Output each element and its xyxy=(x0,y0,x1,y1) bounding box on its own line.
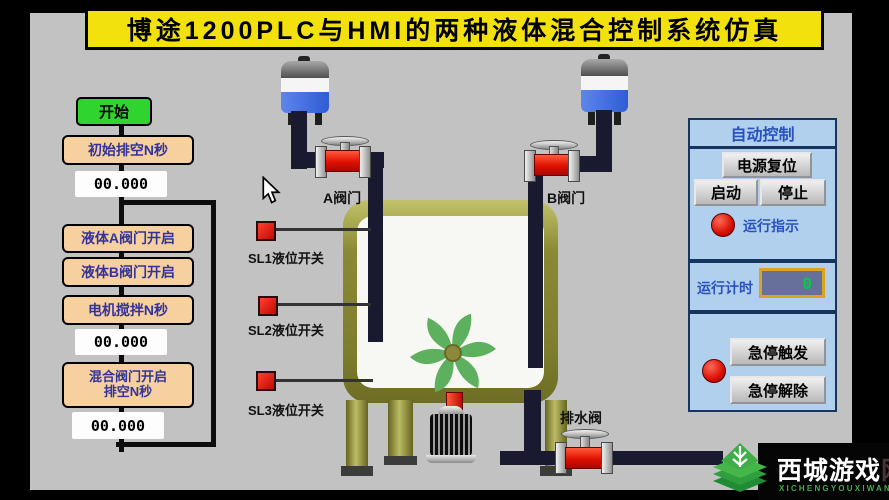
pipe-b-into-tank xyxy=(528,158,543,368)
power-reset-button[interactable]: 电源复位 xyxy=(722,152,812,178)
step-motor-stir: 电机搅拌N秒 xyxy=(62,295,194,325)
estop-release-button[interactable]: 急停解除 xyxy=(730,376,826,404)
valve-b-body xyxy=(534,154,570,176)
tank-b-knob xyxy=(598,54,610,61)
tank-foot xyxy=(384,456,417,465)
tank-foot xyxy=(341,466,373,476)
step-valve-b-open: 液体B阀门开启 xyxy=(62,257,194,287)
drain-valve-label: 排水阀 xyxy=(560,410,602,426)
flow-loop-line-vertical xyxy=(211,200,216,447)
timer-value-2: 00.000 xyxy=(75,329,167,355)
auto-control-title: 自动控制 xyxy=(730,127,795,144)
sl2-probe xyxy=(273,303,371,306)
tank-leg xyxy=(388,400,413,458)
drain-valve-body xyxy=(565,447,603,469)
estop-indicator-lamp xyxy=(702,359,726,383)
tank-b-leg xyxy=(588,112,595,125)
start-step-button[interactable]: 开始 xyxy=(76,97,152,126)
timer-value-1: 00.000 xyxy=(75,171,167,197)
estop-trigger-button[interactable]: 急停触发 xyxy=(730,338,826,366)
motor-body xyxy=(430,414,472,456)
step-mix-drain-line1: 混合阀门开启 xyxy=(88,369,167,385)
drain-valve-flange xyxy=(601,442,613,474)
tank-a-liquid xyxy=(281,92,329,113)
sl3-sensor xyxy=(256,371,276,391)
tank-a-cap xyxy=(281,61,329,78)
watermark-name-text: 西城游戏 xyxy=(777,457,882,485)
watermark-subtext: XICHENGYOUXIWANG xyxy=(779,484,889,493)
run-indicator-label: 运行指示 xyxy=(743,218,799,234)
tank-a-knob xyxy=(298,56,310,63)
page-title: 博途1200PLC与HMI的两种液体混合控制系统仿真 xyxy=(85,8,824,50)
valve-b-flange xyxy=(568,150,580,182)
timer-value-3: 00.000 xyxy=(72,412,164,439)
tank-leg xyxy=(346,400,368,468)
watermark-backdrop xyxy=(758,443,889,500)
step-initial-drain: 初始排空N秒 xyxy=(62,135,194,165)
sl3-label: SL3液位开关 xyxy=(248,403,324,418)
watermark-name: 西城游戏网 xyxy=(777,451,889,487)
step-mix-drain: 混合阀门开启 排空N秒 xyxy=(62,362,194,408)
tank-a-band xyxy=(281,78,329,92)
sl1-sensor xyxy=(256,221,276,241)
sl1-probe xyxy=(271,228,371,231)
tank-b-liquid xyxy=(581,90,628,112)
pipe-a-into-tank xyxy=(368,152,383,342)
sl1-label: SL1液位开关 xyxy=(248,251,324,266)
tank-b-cap xyxy=(581,59,628,76)
flow-loop-line-bottom xyxy=(116,442,216,447)
agitator-fan-icon xyxy=(410,313,496,393)
watermark-name-faint: 网 xyxy=(881,457,889,485)
run-timer-label: 运行计时 xyxy=(697,280,753,296)
watermark-logo-icon xyxy=(713,443,767,492)
run-timer-display: 0 xyxy=(759,268,825,298)
valve-a-label: A阀门 xyxy=(323,190,362,206)
valve-b-label: B阀门 xyxy=(547,190,586,206)
mouse-cursor-icon xyxy=(262,176,281,204)
tank-a-leg xyxy=(315,112,322,125)
start-button[interactable]: 启动 xyxy=(694,179,758,206)
sl2-sensor xyxy=(258,296,278,316)
run-indicator-lamp xyxy=(711,213,735,237)
pipe-b-elbow xyxy=(576,156,612,172)
drain-pipe-down xyxy=(524,390,541,460)
motor-cap xyxy=(438,406,464,415)
step-valve-a-open: 液体A阀门开启 xyxy=(62,224,194,253)
flow-loop-line-top xyxy=(122,200,214,205)
step-mix-drain-line2: 排空N秒 xyxy=(103,384,153,399)
stop-button[interactable]: 停止 xyxy=(760,179,826,206)
valve-a-body xyxy=(325,150,361,172)
motor-base xyxy=(426,455,476,463)
valve-a-flange xyxy=(359,146,371,178)
sl2-label: SL2液位开关 xyxy=(248,323,324,338)
tank-b-band xyxy=(581,76,628,90)
sl3-probe xyxy=(271,379,373,382)
auto-control-header: 自动控制 xyxy=(688,118,837,148)
tank-b-leg xyxy=(614,112,621,125)
